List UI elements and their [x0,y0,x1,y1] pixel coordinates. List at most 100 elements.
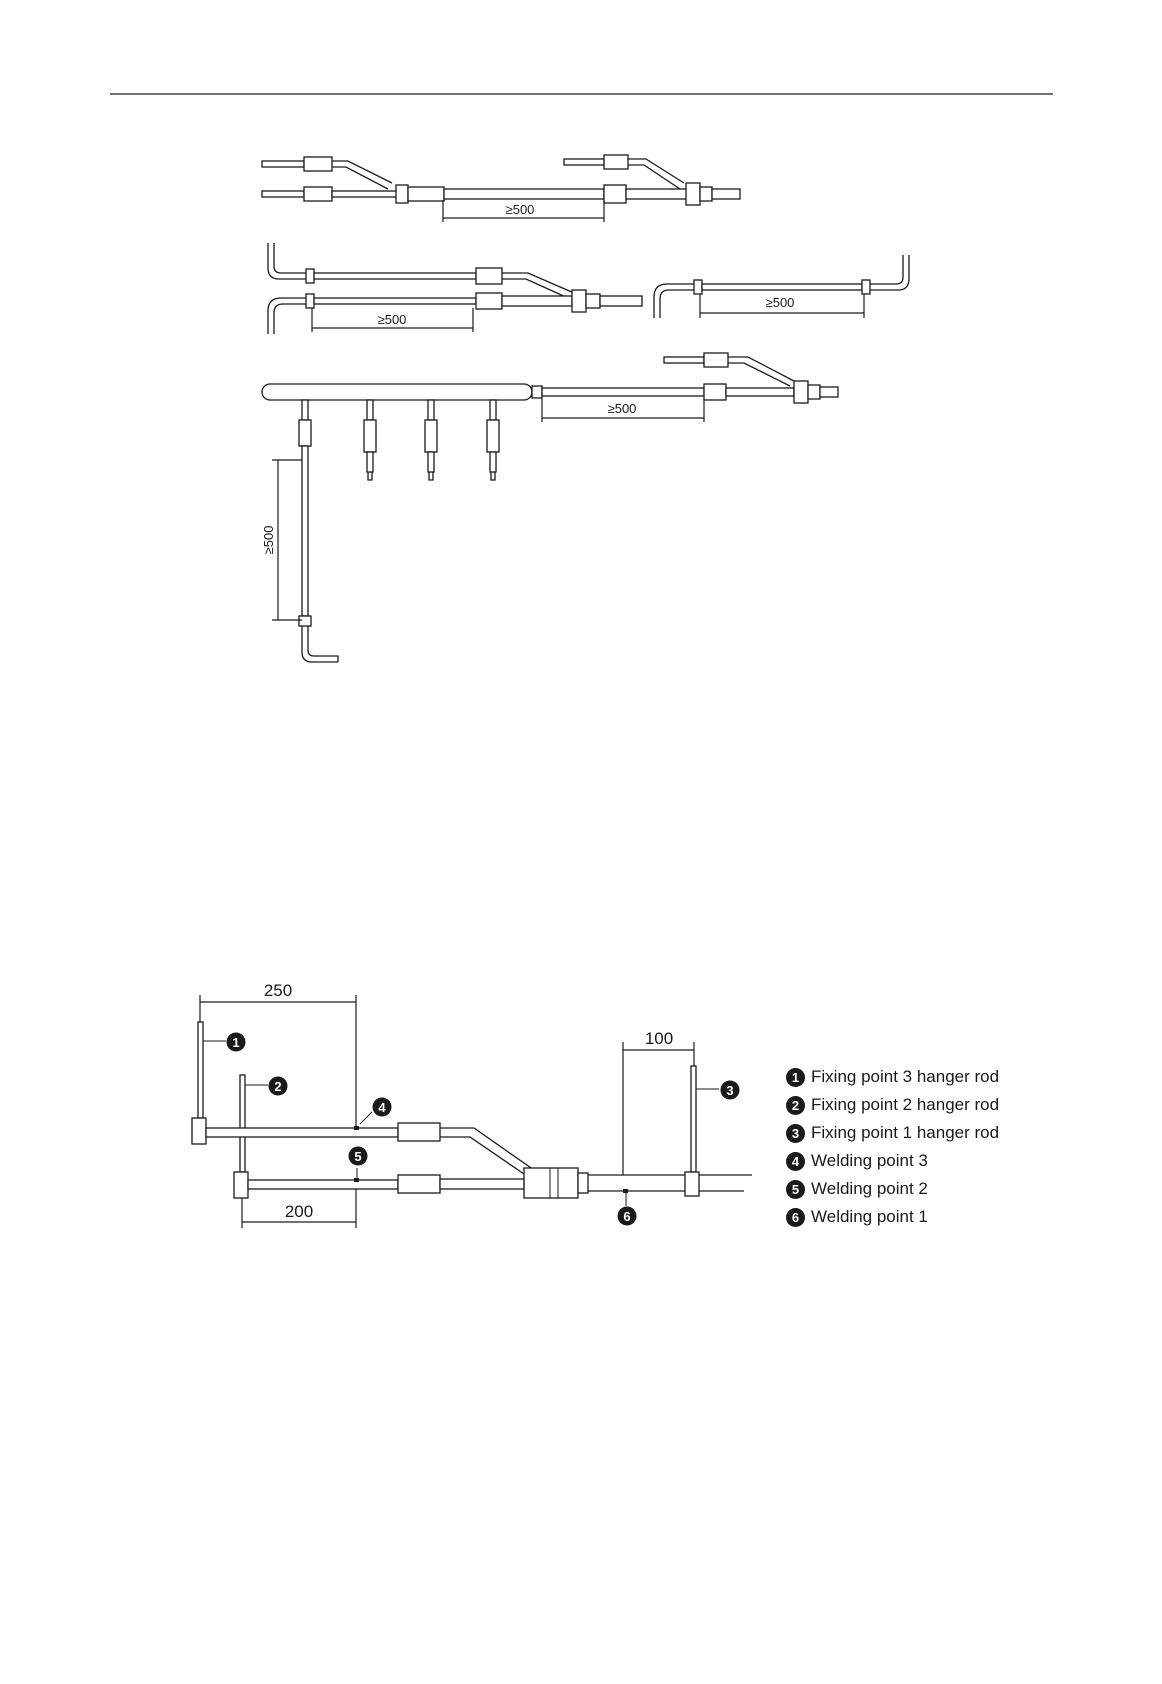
weld-mark [623,1189,628,1193]
pipe-segment [314,273,476,279]
hanger-rod-diagram: 250 100 200 1 2 3 [192,981,752,1228]
branch-header [262,384,532,400]
hanger-rod-2 [240,1075,245,1172]
pipe-segment [564,159,604,165]
pipe-segment [262,161,304,167]
pipe-segment [314,298,476,304]
pipe-joint [304,157,332,171]
dim-label: 100 [645,1029,673,1048]
pipe-joint [704,384,726,400]
legend-marker: 6 [786,1208,805,1227]
branch-joint [572,290,586,312]
pipe-joint [476,268,502,284]
main-pipe [444,189,604,199]
pipe-segment [206,1128,398,1137]
pipe-segment [700,187,712,201]
legend-marker: 5 [786,1180,805,1199]
pipe-segment [532,386,542,398]
legend: 1 Fixing point 3 hanger rod 2 Fixing poi… [786,1063,1016,1231]
pipe-segment [712,189,740,199]
svg-text:4: 4 [378,1100,386,1115]
legend-marker: 3 [786,1124,805,1143]
header-drop [364,400,376,480]
legend-item: 2 Fixing point 2 hanger rod [786,1091,1016,1119]
pipe-segment [820,387,838,397]
svg-text:6: 6 [623,1209,630,1224]
pipe-segment [578,1173,588,1193]
pipe-joint [604,155,628,169]
pipe-bend [728,357,794,386]
pipe-joint [704,353,728,367]
pipe-segment [702,284,862,290]
legend-label: Fixing point 3 hanger rod [811,1067,999,1087]
hanger-rod-3 [198,1022,203,1118]
legend-item: 3 Fixing point 1 hanger rod [786,1119,1016,1147]
pipe-joint [862,280,870,294]
pipe-joint [306,294,314,308]
legend-marker: 1 [786,1068,805,1087]
dim-label: 200 [285,1202,313,1221]
legend-item: 5 Welding point 2 [786,1175,1016,1203]
pipe-segment [664,357,704,363]
pipe-bend [268,298,306,334]
pipe-bend [440,1128,534,1174]
legend-item: 1 Fixing point 3 hanger rod [786,1063,1016,1091]
pipe-segment [262,191,304,197]
legend-label: Fixing point 2 hanger rod [811,1095,999,1115]
marker-4: 4 [373,1098,392,1117]
hanger-clamp [685,1172,699,1196]
legend-label: Fixing point 1 hanger rod [811,1123,999,1143]
pipe-joint [476,293,502,309]
pipe-segment [586,294,600,308]
weld-mark [354,1178,359,1182]
pipe-bend [332,161,392,189]
pipe-bend [870,255,909,290]
branch-joint [794,381,808,403]
pipe-segment [600,296,642,306]
legend-label: Welding point 1 [811,1207,928,1227]
pipe-joint [304,187,332,201]
pipe-segment [808,385,820,399]
svg-text:3: 3 [726,1083,733,1098]
dim-label: ≥500 [261,526,276,555]
header-pipe-diagram: ≥500 ≥500 [261,353,838,662]
pipe-joint [398,1123,440,1141]
marker-6: 6 [618,1207,637,1226]
legend-label: Welding point 3 [811,1151,928,1171]
pipe-bend [628,159,684,189]
pipe-bend [268,243,306,279]
pipe-joint [694,280,702,294]
leader-line [360,1112,372,1124]
hanger-clamp [234,1172,248,1198]
pipe-bend [654,284,694,318]
header-drop [487,400,499,480]
pipe-segment [626,189,688,199]
branch-joint-diagram-2: ≥500 [268,243,642,334]
svg-text:1: 1 [232,1035,239,1050]
dim-label: 250 [264,981,292,1000]
branch-joint [396,185,408,203]
legend-item: 4 Welding point 3 [786,1147,1016,1175]
legend-item: 6 Welding point 1 [786,1203,1016,1231]
hanger-clamp [192,1118,206,1144]
main-pipe [542,388,704,396]
branch-joint-diagram-1: ≥500 [262,155,740,222]
main-pipe [502,296,572,306]
marker-3: 3 [721,1081,740,1100]
dim-label: ≥500 [378,312,407,327]
svg-text:2: 2 [274,1079,281,1094]
marker-1: 1 [227,1033,246,1052]
branch-joint [524,1168,578,1198]
marker-5: 5 [349,1147,368,1166]
legend-marker: 2 [786,1096,805,1115]
marker-2: 2 [269,1077,288,1096]
weld-mark [354,1126,359,1130]
pipe-segment [440,1179,524,1189]
legend-label: Welding point 2 [811,1179,928,1199]
straight-pipe-diagram: ≥500 [654,255,909,318]
pipe-joint [306,269,314,283]
dim-label: ≥500 [766,295,795,310]
dim-label: ≥500 [608,401,637,416]
